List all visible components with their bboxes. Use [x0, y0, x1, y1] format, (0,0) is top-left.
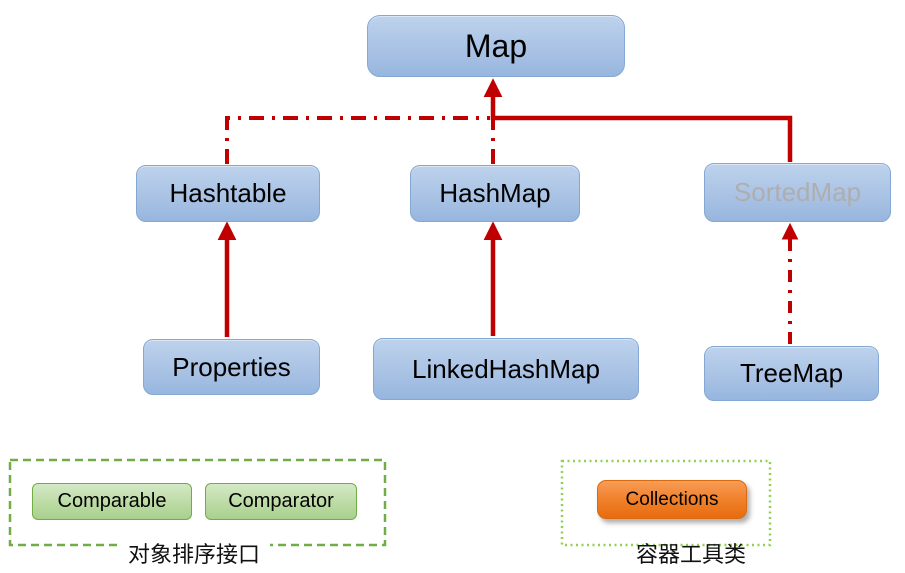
- node-hashtable: Hashtable: [136, 165, 320, 222]
- node-properties: Properties: [143, 339, 320, 395]
- node-comparator: Comparator: [205, 483, 357, 520]
- node-sortedmap: SortedMap: [704, 163, 891, 222]
- edge-hashtable-map: [225, 116, 490, 164]
- sorting-interfaces-caption: 对象排序接口: [118, 541, 270, 569]
- node-treemap: TreeMap: [704, 346, 879, 401]
- utility-classes-caption: 容器工具类: [635, 542, 746, 567]
- node-comparable: Comparable: [32, 483, 192, 520]
- node-linkedhashmap: LinkedHashMap: [373, 338, 639, 400]
- edge-sortedmap-map: [483, 78, 793, 162]
- node-collections: Collections: [597, 480, 747, 519]
- node-map: Map: [367, 15, 625, 77]
- node-hashmap: HashMap: [410, 165, 580, 222]
